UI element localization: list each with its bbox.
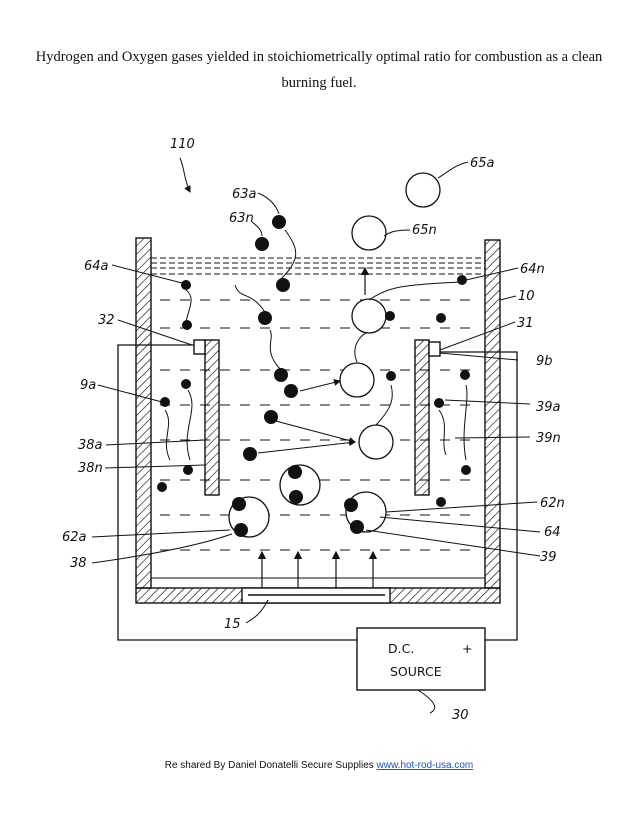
footer-credit: Re shared By Daniel Donatelli Secure Sup… [164, 760, 374, 771]
ref-9a: 9a [80, 378, 96, 393]
ref-62n: 62n [540, 496, 565, 511]
leader-lines [91, 157, 541, 714]
movement-paths [164, 229, 468, 461]
ref-38n: 38n [78, 461, 103, 476]
dc-label: D.C. [388, 641, 414, 656]
upward-arrows [257, 266, 378, 588]
oxygen-bubbles [228, 172, 441, 538]
circuit-wire [117, 344, 518, 641]
ref-38a: 38a [78, 438, 103, 453]
ref-64a: 64a [84, 259, 109, 274]
ref-62a: 62a [62, 530, 87, 545]
ref-9b: 9b [536, 354, 553, 369]
ref-31: 31 [517, 316, 534, 331]
ref-65n: 65n [412, 223, 437, 238]
liquid-surface [151, 257, 485, 275]
reference-labels: 110 63a 63n 65a 65n 64a 64n 10 32 31 9a … [62, 137, 565, 723]
ref-65a: 65a [470, 156, 495, 171]
dc-source-box: D.C. + SOURCE [356, 627, 486, 691]
ref-39: 39 [540, 550, 557, 565]
electrode-plates [193, 339, 441, 496]
ref-63a: 63a [232, 187, 257, 202]
ref-64n: 64n [520, 262, 545, 277]
figure-caption: Hydrogen and Oxygen gases yielded in sto… [35, 49, 603, 91]
ref-64: 64 [544, 525, 561, 540]
tank-wall [135, 237, 501, 604]
ref-10: 10 [518, 289, 535, 304]
ref-30: 30 [452, 708, 469, 723]
ref-110: 110 [170, 137, 195, 152]
source-label: SOURCE [390, 664, 442, 679]
ref-39a: 39a [536, 400, 561, 415]
footer: Re shared By Daniel Donatelli Secure Sup… [0, 760, 638, 771]
footer-link[interactable]: www.hot-rod-usa.com [376, 760, 474, 771]
ref-15: 15 [224, 617, 241, 632]
plus-sign: + [462, 641, 472, 656]
ref-38: 38 [70, 556, 87, 571]
ref-39n: 39n [536, 431, 561, 446]
ref-63n: 63n [229, 211, 254, 226]
ref-32: 32 [98, 313, 115, 328]
